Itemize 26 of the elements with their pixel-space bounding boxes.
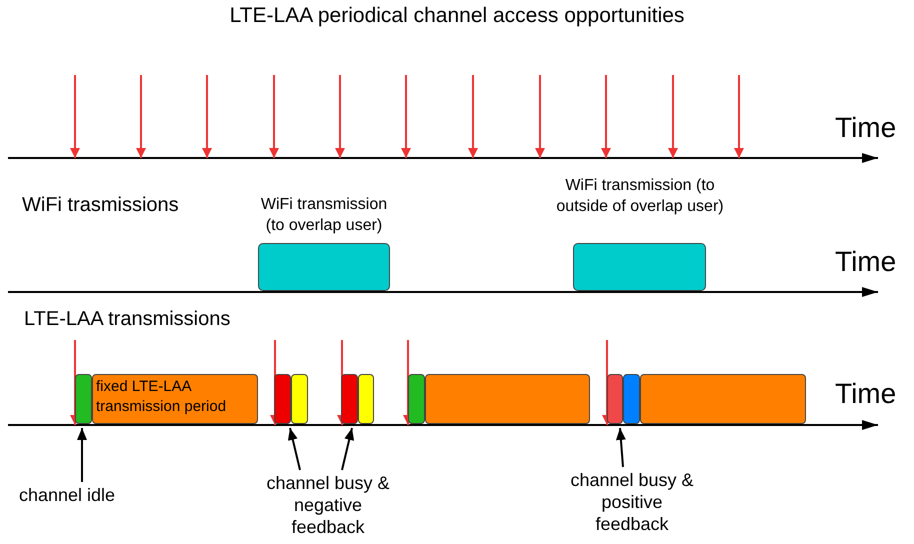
transmission-block xyxy=(640,374,806,424)
transmission-block xyxy=(291,374,308,424)
axis-label: Time xyxy=(835,378,896,410)
transmission-block xyxy=(623,374,640,424)
transmission-block xyxy=(425,374,590,424)
annotation-text: channel busy & negative feedback xyxy=(263,472,393,538)
transmission-block xyxy=(75,374,92,424)
arrow xyxy=(341,428,354,470)
annotation-text: channel busy & positive feedback xyxy=(567,469,697,535)
arrow xyxy=(616,428,626,468)
arrow xyxy=(77,428,87,482)
caption-text: WiFi transmission (to outside of overlap user) xyxy=(555,176,725,217)
transmission-block xyxy=(274,374,291,424)
row-label: LTE-LAA transmissions xyxy=(24,308,230,331)
axis-label: Time xyxy=(835,246,896,278)
transmission-block xyxy=(358,374,374,424)
row-label: WiFi trasmissions xyxy=(22,194,179,217)
arrow xyxy=(288,428,301,470)
caption-text: WiFi transmission (to overlap user) xyxy=(260,195,388,236)
annotation-text: channel idle xyxy=(8,484,126,506)
transmission-block xyxy=(408,374,425,424)
diagram-title: LTE-LAA periodical channel access opportunities xyxy=(228,4,686,28)
transmission-block: fixed LTE-LAA transmission period xyxy=(92,374,258,424)
axis-label: Time xyxy=(835,112,896,144)
transmission-block xyxy=(607,374,623,424)
transmission-block xyxy=(341,374,358,424)
